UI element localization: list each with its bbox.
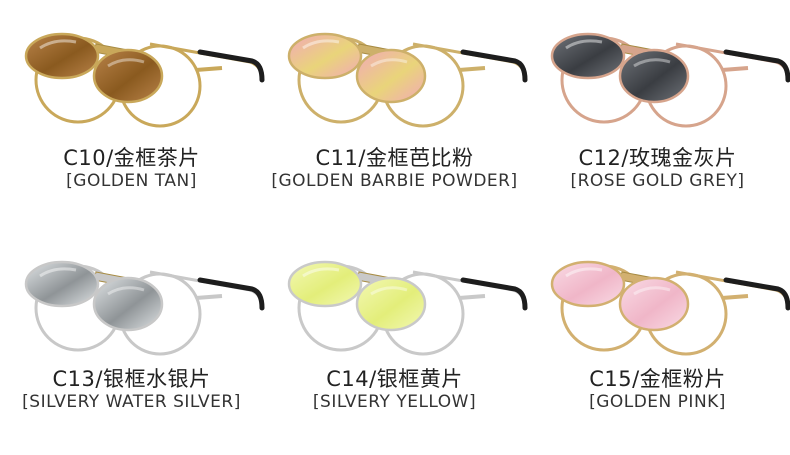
product-name: [GOLDEN TAN]: [66, 171, 197, 191]
sunglasses-image: [287, 260, 528, 356]
product-code: C14/银框黄片: [326, 367, 463, 391]
product-card: C10/金框茶片 [GOLDEN TAN]: [0, 0, 265, 227]
product-name: [SILVERY WATER SILVER]: [22, 392, 241, 412]
sunglasses-drawing: [550, 260, 790, 356]
sunglasses-image: [24, 32, 265, 128]
sunglasses-image: [24, 260, 265, 356]
sunglasses-drawing: [550, 32, 790, 128]
product-name: [SILVERY YELLOW]: [312, 392, 477, 412]
product-code: C10/金框茶片: [63, 146, 200, 170]
product-name: [GOLDEN PINK]: [589, 392, 726, 412]
product-card: C11/金框芭比粉 [GOLDEN BARBIE POWDER]: [263, 0, 528, 227]
product-code: C11/金框芭比粉: [315, 146, 474, 170]
sunglasses-image: [550, 32, 790, 128]
sunglasses-image: [287, 32, 528, 128]
product-card: C12/玫瑰金灰片 [ROSE GOLD GREY]: [526, 0, 790, 227]
product-card: C14/银框黄片 [SILVERY YELLOW]: [263, 228, 528, 455]
sunglasses-drawing: [24, 260, 265, 356]
product-card: C13/银框水银片 [SILVERY WATER SILVER]: [0, 228, 265, 455]
sunglasses-image: [550, 260, 790, 356]
product-code: C12/玫瑰金灰片: [578, 146, 737, 170]
product-code: C15/金框粉片: [589, 367, 726, 391]
product-name: [GOLDEN BARBIE POWDER]: [271, 171, 518, 191]
sunglasses-drawing: [24, 32, 265, 128]
sunglasses-drawing: [287, 32, 528, 128]
product-card: C15/金框粉片 [GOLDEN PINK]: [526, 228, 790, 455]
product-name: [ROSE GOLD GREY]: [570, 171, 745, 191]
product-code: C13/银框水银片: [52, 367, 211, 391]
sunglasses-drawing: [287, 260, 528, 356]
